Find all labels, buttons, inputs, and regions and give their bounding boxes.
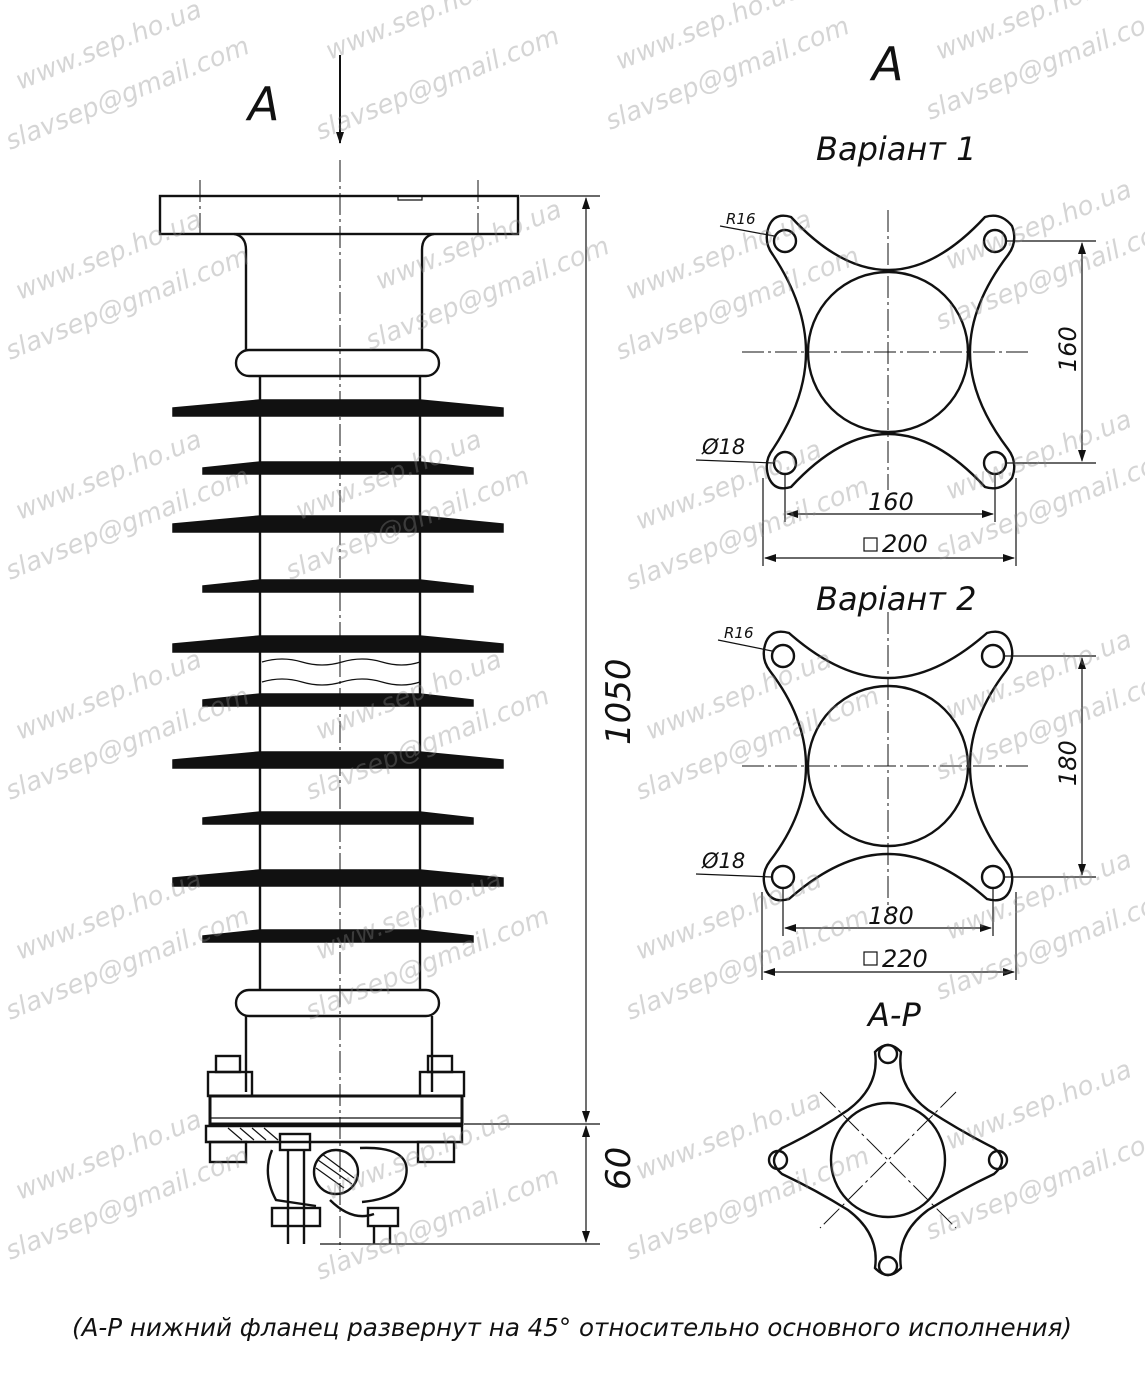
watermark-site: www.sep.ho.ua bbox=[941, 1055, 1136, 1157]
bolt-nut bbox=[418, 1070, 466, 1098]
clamp-plate bbox=[204, 1124, 464, 1144]
caption: (А-Р нижний фланец развернут на 45° отно… bbox=[72, 1313, 1072, 1342]
shed-small bbox=[202, 811, 474, 825]
variant-ar-flange-outline bbox=[772, 1043, 1004, 1277]
variant-ar-hole bbox=[987, 1149, 1009, 1171]
variant1-radius-label: R16 bbox=[726, 210, 756, 228]
variant2-hole-label: Ø18 bbox=[701, 849, 745, 873]
variant-ar-hole bbox=[877, 1043, 899, 1065]
variant2-view: Варіант 2 R16 Ø18 180 180 220 bbox=[695, 580, 1096, 980]
variant1-flange-outline bbox=[765, 214, 1016, 490]
clamp-strap bbox=[329, 1199, 375, 1218]
variant1-view: Варіант 1 R16 Ø18 160 160 200 bbox=[695, 130, 1096, 566]
variant1-hole-leader bbox=[695, 459, 775, 464]
shed-large bbox=[172, 515, 504, 533]
dim-total-height: 1050 bbox=[599, 658, 639, 745]
insulator-elevation: A bbox=[158, 55, 639, 1250]
shed-large bbox=[172, 635, 504, 653]
shed-small bbox=[202, 929, 474, 943]
upper-fitting bbox=[233, 232, 435, 350]
vertical-dimensions: 1050 60 bbox=[320, 195, 639, 1245]
break-line bbox=[261, 658, 421, 666]
variant2-flange-size: 220 bbox=[882, 945, 928, 973]
clamp-nut bbox=[270, 1206, 322, 1228]
dim-bottom-height: 60 bbox=[599, 1147, 639, 1190]
variant-ar-hole bbox=[877, 1255, 899, 1277]
variant-ar-bore bbox=[829, 1101, 947, 1219]
variant2-radius-leader bbox=[717, 639, 773, 652]
bolt-nut bbox=[208, 1140, 248, 1164]
variant1-radius-leader bbox=[719, 225, 775, 237]
variant2-hole bbox=[980, 643, 1006, 669]
variant2-flange-outline bbox=[762, 630, 1014, 902]
lower-collar bbox=[234, 988, 441, 1018]
variant1-title: Варіант 1 bbox=[816, 130, 976, 168]
view-arrow-label: A bbox=[245, 77, 279, 131]
top-flange bbox=[158, 194, 520, 236]
shed-small bbox=[202, 461, 474, 475]
lower-flange bbox=[208, 1094, 464, 1126]
variant2-spacing-v: 180 bbox=[1054, 740, 1082, 786]
clamp-pin bbox=[312, 1148, 360, 1196]
variant1-hole-label: Ø18 bbox=[701, 435, 745, 459]
break-line-2 bbox=[261, 678, 421, 686]
clamp-pin-hatch bbox=[315, 1153, 355, 1189]
variant2-square-symbol bbox=[863, 951, 878, 966]
variant2-title: Варіант 2 bbox=[816, 580, 976, 618]
variant2-radius-label: R16 bbox=[724, 624, 754, 642]
shed-large bbox=[172, 869, 504, 887]
shed-small bbox=[202, 579, 474, 593]
top-flange-notch bbox=[397, 196, 423, 201]
view-title: A bbox=[869, 37, 903, 91]
bolt-nut bbox=[416, 1140, 456, 1164]
variant2-spacing-h: 180 bbox=[868, 902, 914, 930]
variant1-flange-size: 200 bbox=[882, 530, 928, 558]
variant-ar-hole bbox=[767, 1149, 789, 1171]
clamp-body bbox=[266, 1146, 408, 1208]
variant2-hole-leader bbox=[695, 873, 773, 878]
variant2-hole bbox=[980, 864, 1006, 890]
sheds bbox=[172, 399, 504, 943]
shed-small bbox=[202, 693, 474, 707]
clamp-nut bbox=[366, 1206, 400, 1228]
shed-large bbox=[172, 751, 504, 769]
variant2-hole bbox=[770, 643, 796, 669]
variant1-spacing-h: 160 bbox=[868, 488, 914, 516]
clamp-hatch bbox=[227, 1127, 279, 1141]
variant2-bore bbox=[806, 684, 970, 848]
upper-collar bbox=[234, 348, 441, 378]
shed-large bbox=[172, 399, 504, 417]
variant-ar-title: А-Р bbox=[866, 996, 921, 1034]
variant1-spacing-v: 160 bbox=[1054, 326, 1082, 372]
bolt-nut bbox=[214, 1054, 242, 1074]
lower-fitting bbox=[244, 1016, 434, 1092]
variant1-hole bbox=[772, 228, 798, 254]
variant-ar-view: А-Р bbox=[767, 996, 1009, 1277]
clamp-bolt-head bbox=[278, 1132, 312, 1152]
bottom-clamp bbox=[204, 1124, 464, 1244]
variant1-bore bbox=[806, 270, 970, 434]
variant1-square-symbol bbox=[863, 537, 878, 552]
